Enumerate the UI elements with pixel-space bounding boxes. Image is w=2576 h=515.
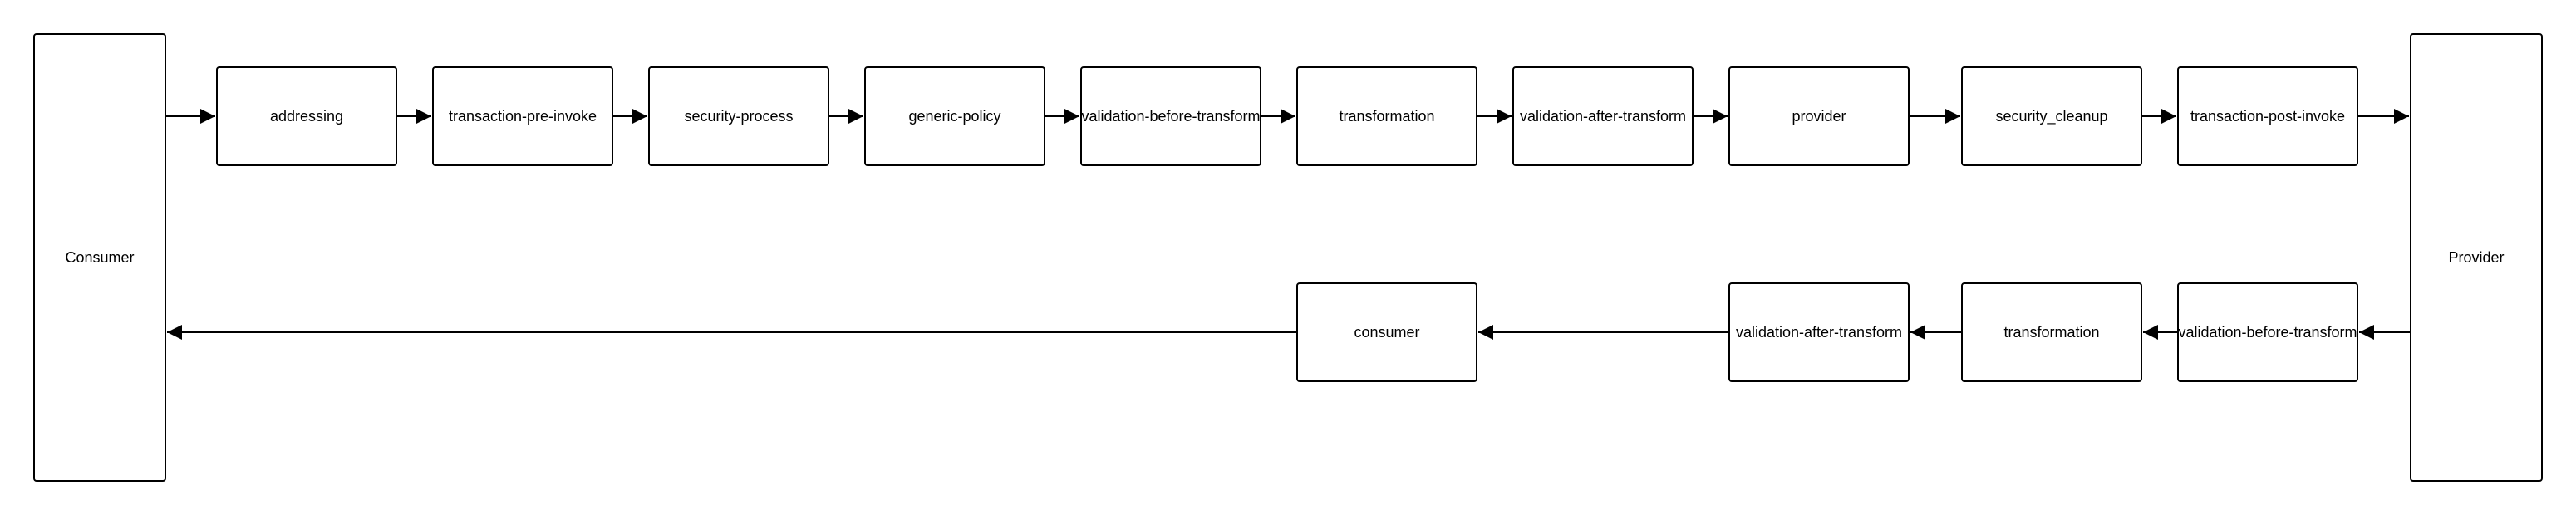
- step-label: provider: [1792, 107, 1846, 125]
- step-label: validation-before-transform: [2178, 323, 2357, 341]
- step-label: validation-before-transform: [1081, 107, 1261, 125]
- step-label: transformation: [2003, 323, 2100, 341]
- step-security-cleanup: security_cleanup: [1961, 66, 2142, 166]
- step-label: security-process: [684, 107, 794, 125]
- step-provider: provider: [1728, 66, 1910, 166]
- step-label: transformation: [1339, 107, 1435, 125]
- step-label: consumer: [1354, 323, 1420, 341]
- step-label: validation-after-transform: [1519, 107, 1687, 125]
- step-transformation: transformation: [1296, 66, 1477, 166]
- provider-endpoint-label: Provider: [2448, 248, 2505, 266]
- consumer-endpoint-label: Consumer: [65, 248, 135, 266]
- resp-step-consumer: consumer: [1296, 282, 1477, 382]
- step-transaction-pre-invoke: transaction-pre-invoke: [432, 66, 613, 166]
- step-label: generic-policy: [908, 107, 1001, 125]
- resp-step-validation-after-transform: validation-after-transform: [1728, 282, 1910, 382]
- step-label: validation-after-transform: [1735, 323, 1903, 341]
- step-label: addressing: [269, 107, 344, 125]
- step-label: transaction-post-invoke: [2190, 107, 2346, 125]
- step-validation-after-transform: validation-after-transform: [1512, 66, 1694, 166]
- step-addressing: addressing: [216, 66, 397, 166]
- step-transaction-post-invoke: transaction-post-invoke: [2177, 66, 2358, 166]
- step-label: transaction-pre-invoke: [448, 107, 597, 125]
- resp-step-validation-before-transform: validation-before-transform: [2177, 282, 2358, 382]
- step-label: security_cleanup: [1995, 107, 2108, 125]
- provider-endpoint-box: Provider: [2410, 33, 2543, 482]
- step-validation-before-transform: validation-before-transform: [1080, 66, 1261, 166]
- resp-step-transformation: transformation: [1961, 282, 2142, 382]
- consumer-endpoint-box: Consumer: [33, 33, 166, 482]
- step-security-process: security-process: [648, 66, 829, 166]
- step-generic-policy: generic-policy: [864, 66, 1045, 166]
